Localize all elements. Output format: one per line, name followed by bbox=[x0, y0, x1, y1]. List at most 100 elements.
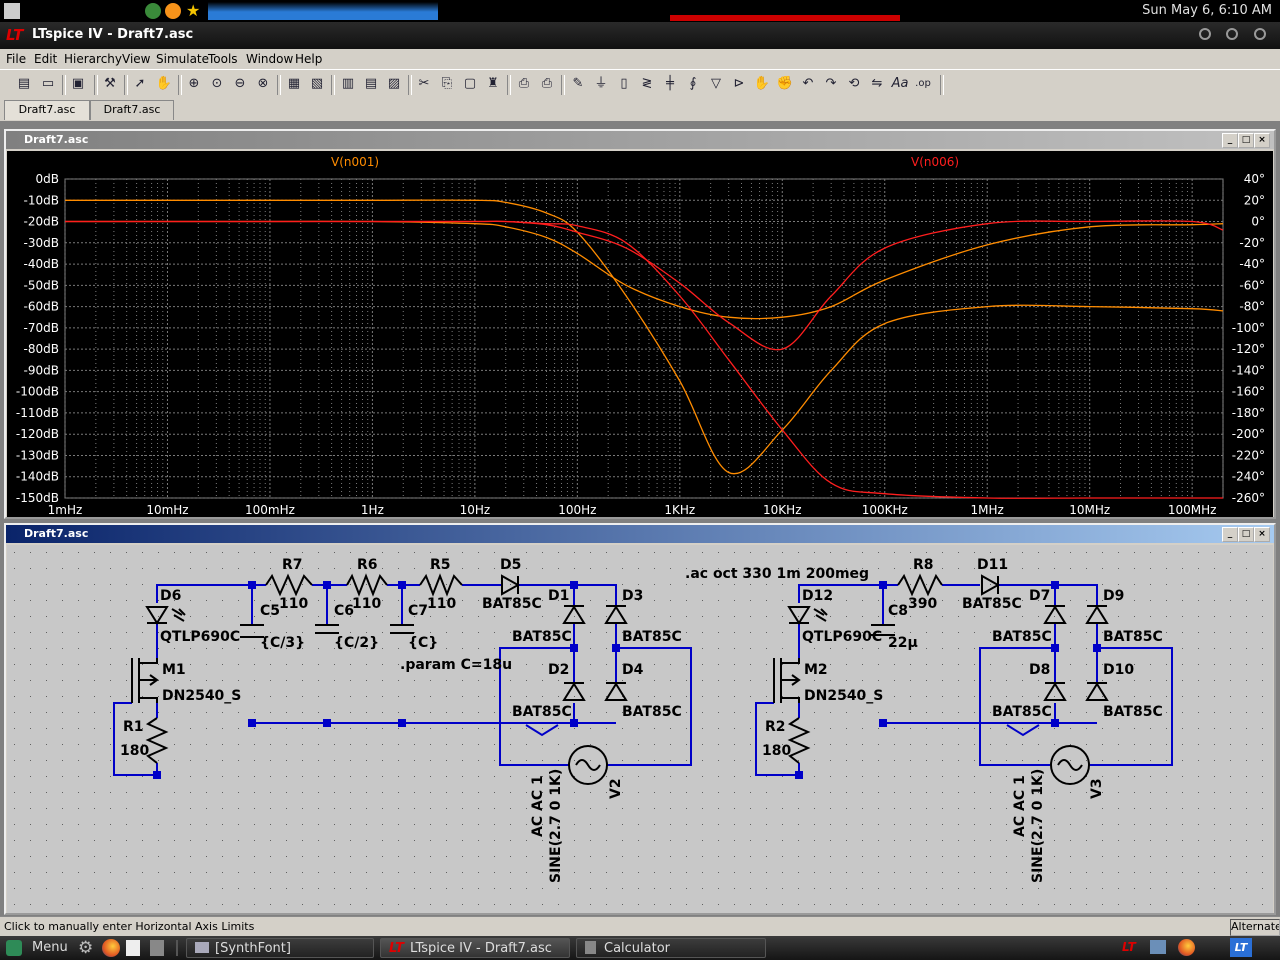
schematic-label[interactable]: 180 bbox=[120, 743, 149, 759]
maximize-button[interactable] bbox=[1226, 28, 1238, 40]
plot-minimize-button[interactable]: _ bbox=[1222, 133, 1238, 148]
clock[interactable]: Sun May 6, 6:10 AM bbox=[1142, 3, 1272, 18]
schematic-label[interactable]: D11 bbox=[977, 557, 1008, 573]
tile-vertical-icon[interactable]: ▤ bbox=[364, 76, 378, 91]
schematic-label[interactable]: BAT85C bbox=[482, 596, 542, 612]
schematic-window-titlebar[interactable]: Draft7.asc bbox=[6, 525, 1274, 543]
schematic-label[interactable]: R5 bbox=[430, 557, 451, 573]
find-icon[interactable]: ♜ bbox=[487, 76, 499, 91]
schematic-label[interactable]: 180 bbox=[762, 743, 791, 759]
schematic-label[interactable]: AC AC 1 bbox=[1012, 775, 1028, 837]
schematic-label[interactable]: 110 bbox=[279, 596, 308, 612]
schematic-label[interactable]: D7 bbox=[1029, 588, 1050, 604]
schematic-label[interactable]: BAT85C bbox=[1103, 629, 1163, 645]
undo-icon[interactable]: ↶ bbox=[802, 76, 814, 91]
schematic-close-button[interactable]: × bbox=[1254, 527, 1270, 542]
menu-edit[interactable]: Edit bbox=[34, 52, 58, 66]
start-menu-button[interactable]: Menu bbox=[32, 940, 68, 955]
schematic-minimize-button[interactable]: _ bbox=[1222, 527, 1238, 542]
tab-schematic[interactable]: Draft7.asc bbox=[90, 100, 174, 120]
schematic-label[interactable]: R8 bbox=[913, 557, 934, 573]
schematic-label[interactable]: DN2540_S bbox=[162, 688, 241, 704]
minimize-button[interactable] bbox=[1199, 28, 1211, 40]
menu-simulate[interactable]: Simulate bbox=[156, 52, 210, 66]
menu-help[interactable]: Help bbox=[295, 52, 323, 66]
halt-icon[interactable]: ✋ bbox=[155, 76, 173, 91]
schematic-label[interactable]: D9 bbox=[1103, 588, 1124, 604]
firefox-icon[interactable] bbox=[102, 939, 120, 957]
schematic-label[interactable]: BAT85C bbox=[512, 704, 572, 720]
ltspice-tray-icon[interactable]: LT bbox=[1122, 940, 1136, 954]
schematic-label[interactable]: M2 bbox=[804, 662, 828, 678]
trace-vn006-deg[interactable] bbox=[64, 220, 1224, 351]
trace-label-vn001[interactable]: V(n001) bbox=[331, 155, 379, 169]
drag-icon[interactable]: ✊ bbox=[776, 76, 794, 91]
bitcoin-icon[interactable] bbox=[165, 3, 181, 19]
run-icon[interactable]: ➚ bbox=[134, 76, 146, 91]
task-synthfont[interactable]: [SynthFont] bbox=[186, 938, 374, 958]
spice-directive-icon[interactable]: .op bbox=[915, 78, 931, 89]
schematic-label[interactable]: C8 bbox=[888, 603, 908, 619]
trace-vn001-dB[interactable] bbox=[65, 199, 1224, 475]
menu-view[interactable]: View bbox=[122, 52, 151, 66]
schematic-label[interactable]: QTLP690C bbox=[802, 629, 882, 645]
schematic-label[interactable]: D3 bbox=[622, 588, 643, 604]
schematic-label[interactable]: 110 bbox=[427, 596, 456, 612]
plot-maximize-button[interactable]: □ bbox=[1238, 133, 1254, 148]
inductor-icon[interactable]: ∮ bbox=[689, 76, 697, 91]
schematic-maximize-button[interactable]: □ bbox=[1238, 527, 1254, 542]
media-play-icon[interactable] bbox=[145, 3, 161, 19]
close-button[interactable] bbox=[1254, 28, 1266, 40]
plot-window-titlebar[interactable]: Draft7.asc bbox=[6, 131, 1274, 149]
schematic-label[interactable]: BAT85C bbox=[992, 704, 1052, 720]
pan-icon[interactable]: ⊙ bbox=[211, 76, 223, 91]
schematic-label[interactable]: DN2540_S bbox=[804, 688, 883, 704]
schematic-label[interactable]: D8 bbox=[1029, 662, 1050, 678]
cascade-icon[interactable]: ▨ bbox=[387, 76, 401, 91]
plot-close-button[interactable]: × bbox=[1254, 133, 1270, 148]
draw-wire-icon[interactable]: ✎ bbox=[572, 76, 584, 91]
schematic-canvas[interactable]: R7110R6110R5110D5BAT85CD6QTLP690CC5{C/3}… bbox=[7, 545, 1273, 913]
schematic-label[interactable]: D10 bbox=[1103, 662, 1134, 678]
label-net-icon[interactable]: ▯ bbox=[620, 76, 628, 91]
firefox-tray-icon[interactable] bbox=[1178, 939, 1195, 956]
schematic-label[interactable]: C6 bbox=[334, 603, 354, 619]
rotate-icon[interactable]: ⟲ bbox=[848, 76, 860, 91]
schematic-label[interactable]: {C} bbox=[408, 635, 438, 651]
text-editor-icon[interactable] bbox=[126, 940, 140, 956]
schematic-label[interactable]: R6 bbox=[357, 557, 378, 573]
schematic-label[interactable]: BAT85C bbox=[1103, 704, 1163, 720]
tile-horizontal-icon[interactable]: ▥ bbox=[341, 76, 355, 91]
diode-icon[interactable]: ▽ bbox=[711, 76, 721, 91]
schematic-label[interactable]: BAT85C bbox=[512, 629, 572, 645]
task-calculator[interactable]: Calculator bbox=[576, 938, 766, 958]
menu-hierarchy[interactable]: Hierarchy bbox=[64, 52, 123, 66]
zoom-out-icon[interactable]: ⊖ bbox=[234, 76, 246, 91]
schematic-label[interactable]: V2 bbox=[608, 778, 624, 799]
schematic-label[interactable]: BAT85C bbox=[992, 629, 1052, 645]
schematic-label[interactable]: 22µ bbox=[888, 635, 918, 651]
schematic-label[interactable]: .param C=18u bbox=[400, 657, 512, 673]
star-icon[interactable]: ★ bbox=[186, 1, 201, 20]
schematic-label[interactable]: V3 bbox=[1089, 778, 1105, 799]
copy-icon[interactable]: ⎘ bbox=[441, 76, 453, 91]
print-icon[interactable]: ⎙ bbox=[541, 76, 553, 91]
menu-tools[interactable]: Tools bbox=[208, 52, 238, 66]
monitor-tray-icon[interactable] bbox=[1150, 940, 1166, 954]
schematic-label[interactable]: D6 bbox=[160, 588, 181, 604]
cut-icon[interactable]: ✂ bbox=[418, 76, 430, 91]
calculator-icon[interactable] bbox=[150, 940, 164, 956]
ground-icon[interactable]: ⏚ bbox=[594, 76, 608, 91]
panel-menu-icon[interactable] bbox=[4, 3, 20, 19]
tab-plot[interactable]: Draft7.asc bbox=[4, 100, 90, 120]
schematic-label[interactable]: D4 bbox=[622, 662, 644, 678]
schematic-label[interactable]: BAT85C bbox=[962, 596, 1022, 612]
save-icon[interactable]: ▣ bbox=[71, 76, 85, 91]
schematic-label[interactable]: {C/2} bbox=[334, 635, 379, 651]
ltspice-active-tray-icon[interactable]: LT bbox=[1230, 938, 1252, 957]
schematic-label[interactable]: SINE(2.7 0 1K) bbox=[548, 769, 564, 883]
bode-plot[interactable]: 0dB-10dB-20dB-30dB-40dB-50dB-60dB-70dB-8… bbox=[7, 151, 1273, 517]
schematic-label[interactable]: BAT85C bbox=[622, 704, 682, 720]
schematic-label[interactable]: C7 bbox=[408, 603, 428, 619]
